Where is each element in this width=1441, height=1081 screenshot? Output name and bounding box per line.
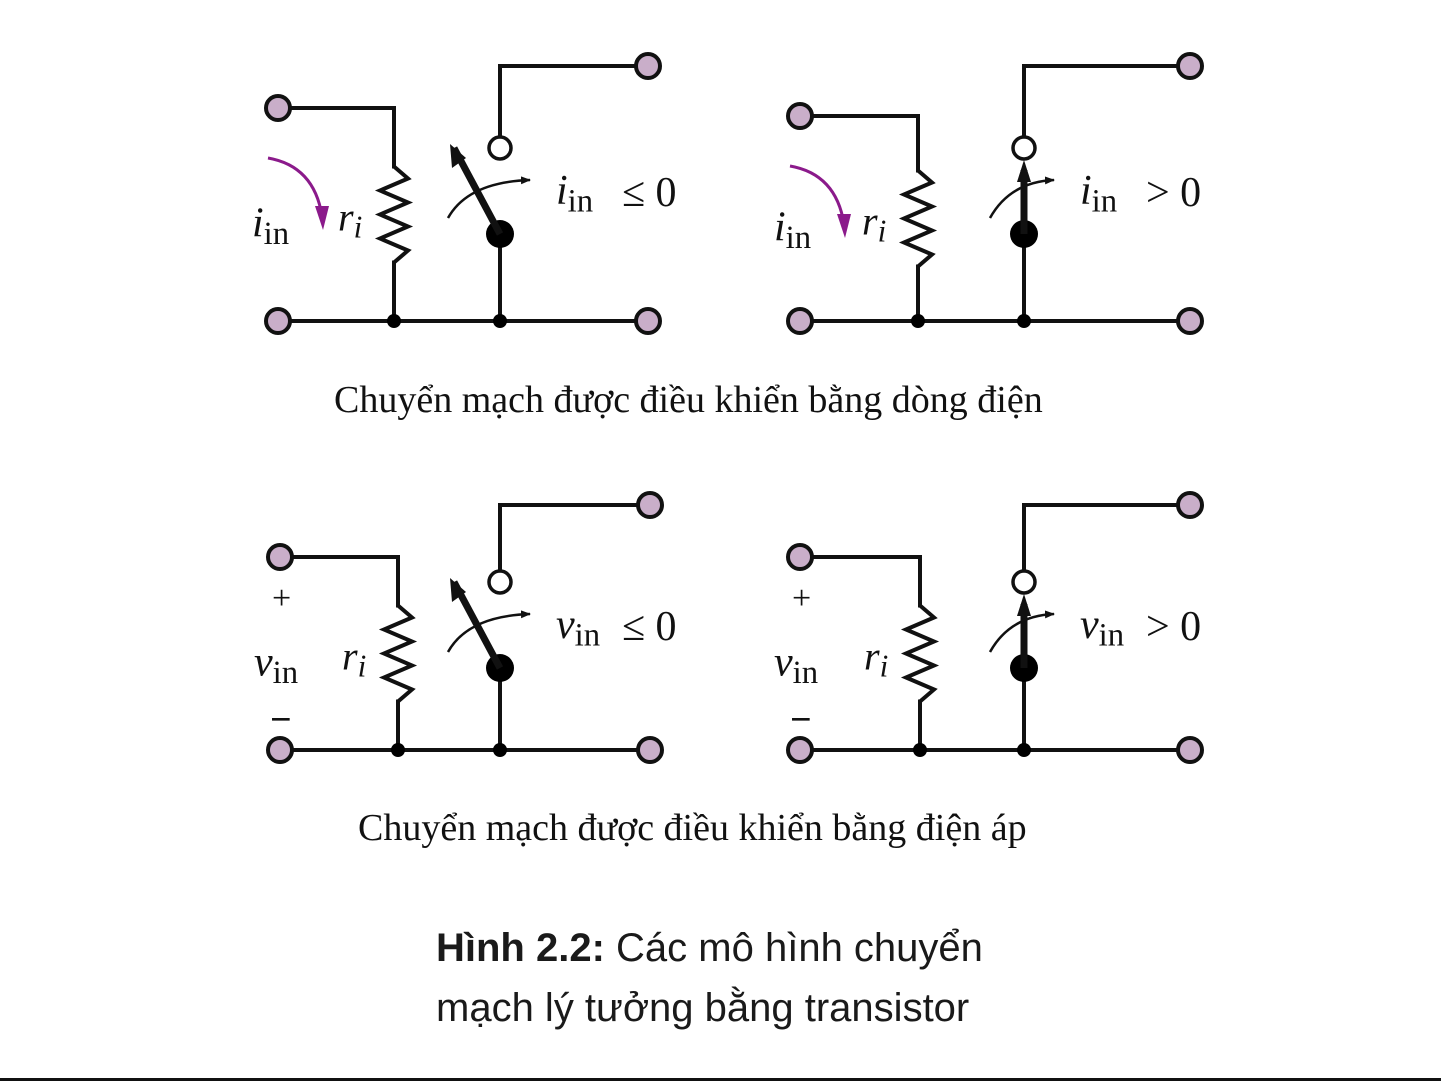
junction-node	[913, 743, 927, 757]
output-terminal-top	[1178, 54, 1202, 78]
input-terminal-top	[788, 545, 812, 569]
circuit-panel-current-off: iin ri iin ≤ 0	[252, 54, 677, 333]
current-direction-arrow-icon	[268, 158, 322, 216]
resistor-icon	[380, 167, 408, 263]
plus-sign: +	[272, 580, 291, 617]
figure-title-part2: mạch lý tưởng bằng transistor	[436, 978, 983, 1038]
figure-title-part1: Các mô hình chuyển	[616, 926, 983, 970]
input-terminal-top	[268, 545, 292, 569]
figure-caption: Hình 2.2: Các mô hình chuyển mạch lý tưở…	[436, 918, 983, 1038]
output-wire	[500, 505, 650, 570]
output-terminal-bottom	[638, 738, 662, 762]
minus-sign: −	[790, 699, 812, 741]
input-wire	[278, 108, 394, 167]
junction-node	[911, 314, 925, 328]
resistor-label: ri	[338, 195, 362, 245]
input-wire	[800, 116, 918, 171]
condition-label: iin	[556, 168, 593, 220]
current-direction-arrow-icon	[790, 166, 844, 224]
input-terminal-top	[788, 104, 812, 128]
resistor-label: ri	[342, 634, 366, 684]
condition-label: iin	[1080, 168, 1117, 220]
input-terminal-bottom	[788, 309, 812, 333]
figure-caption-line1: Hình 2.2: Các mô hình chuyển	[436, 918, 983, 978]
switch-contact-open	[489, 571, 511, 593]
current-arrowhead-icon	[837, 214, 851, 238]
condition-relation: ≤ 0	[622, 170, 677, 216]
switch-blade-tip	[1017, 160, 1031, 182]
input-wire	[280, 557, 398, 606]
figure-number: Hình 2.2:	[436, 926, 605, 970]
circuit-panel-voltage-on: vin ri vin > 0 + −	[774, 493, 1202, 762]
junction-node	[1017, 314, 1031, 328]
switch-contact-open	[1013, 571, 1035, 593]
input-terminal-top	[266, 96, 290, 120]
resistor-icon	[904, 171, 932, 267]
input-label: vin	[254, 640, 298, 692]
output-terminal-top	[1178, 493, 1202, 517]
condition-relation: > 0	[1146, 604, 1201, 650]
condition-label: vin	[1080, 602, 1124, 654]
minus-sign: −	[270, 699, 292, 741]
condition-relation: ≤ 0	[622, 604, 677, 650]
caption-voltage-controlled: Chuyển mạch được điều khiển bằng điện áp	[358, 806, 1027, 850]
condition-label: vin	[556, 602, 600, 654]
output-terminal-top	[638, 493, 662, 517]
junction-node	[493, 314, 507, 328]
input-wire	[800, 557, 920, 606]
resistor-icon	[906, 606, 934, 702]
input-terminal-bottom	[266, 309, 290, 333]
output-wire	[1024, 505, 1190, 570]
output-wire	[500, 66, 648, 136]
junction-node	[387, 314, 401, 328]
output-wire	[1024, 66, 1190, 136]
output-terminal-bottom	[1178, 738, 1202, 762]
input-label: vin	[774, 640, 818, 692]
current-arrowhead-icon	[315, 206, 329, 230]
input-label: iin	[774, 205, 811, 257]
caption-current-controlled: Chuyển mạch được điều khiển bằng dòng đi…	[334, 378, 1043, 422]
plus-sign: +	[792, 580, 811, 617]
junction-node	[1017, 743, 1031, 757]
output-terminal-bottom	[636, 309, 660, 333]
condition-relation: > 0	[1146, 170, 1201, 216]
switch-contact-open	[1013, 137, 1035, 159]
output-terminal-bottom	[1178, 309, 1202, 333]
junction-node	[391, 743, 405, 757]
resistor-label: ri	[862, 199, 886, 249]
resistor-icon	[384, 606, 412, 702]
input-terminal-bottom	[268, 738, 292, 762]
resistor-label: ri	[864, 634, 888, 684]
switch-blade-tip	[1017, 594, 1031, 616]
junction-node	[493, 743, 507, 757]
input-label: iin	[252, 201, 289, 253]
output-terminal-top	[636, 54, 660, 78]
input-terminal-bottom	[788, 738, 812, 762]
circuit-panel-current-on: iin ri iin > 0	[774, 54, 1202, 333]
switch-contact-open	[489, 137, 511, 159]
